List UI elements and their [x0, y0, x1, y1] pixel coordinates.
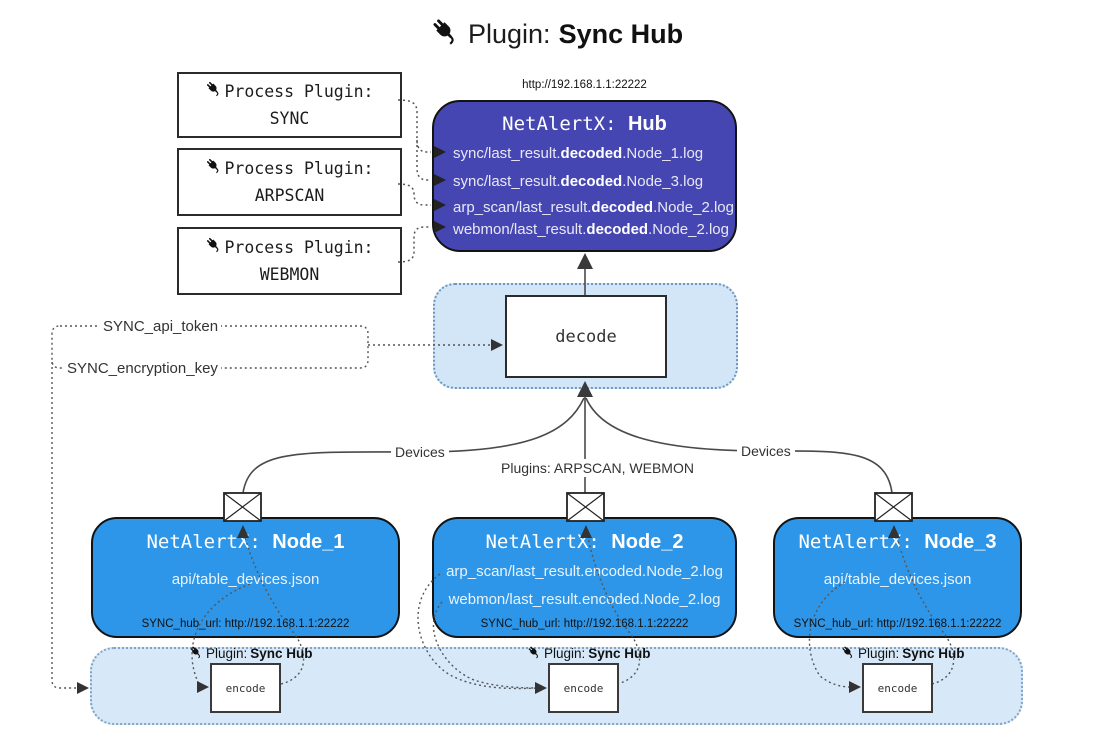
process-plugin-arpscan: Process Plugin: ARPSCAN — [177, 148, 402, 216]
setting-sync-api-token: SYNC_api_token — [100, 317, 222, 336]
node-data-line: webmon/last_result.encoded.Node_2.log — [448, 591, 721, 608]
envelope-icon — [874, 492, 913, 527]
edge-settings-to-encode-band — [51, 362, 76, 689]
encode-box: encode — [548, 663, 619, 713]
edge-label-devices-right: Devices — [737, 442, 795, 460]
hub-node: NetAlertX: Hub sync/last_result.decoded.… — [432, 100, 737, 252]
plug-icon — [205, 234, 222, 261]
edge-sync-to-log1 — [397, 99, 431, 153]
envelope-icon — [566, 492, 605, 527]
node-footer: SYNC_hub_url: http://192.168.1.1:22222 — [793, 618, 1002, 630]
encode-box: encode — [862, 663, 933, 713]
process-plugin-webmon: Process Plugin: WEBMON — [177, 227, 402, 295]
title-name: Sync Hub — [558, 19, 684, 49]
encoder-label: Plugin: Sync Hub — [841, 644, 965, 662]
process-plugin-name: SYNC — [269, 109, 310, 128]
edge-sync-to-log2 — [416, 140, 431, 181]
hub-url: http://192.168.1.1:22222 — [522, 79, 647, 91]
node-footer: SYNC_hub_url: http://192.168.1.1:22222 — [141, 618, 350, 630]
setting-sync-encryption-key: SYNC_encryption_key — [64, 359, 221, 378]
plug-icon — [527, 645, 541, 662]
arrow-into-band — [77, 682, 89, 694]
node-title: NetAlertX: Node_3 — [798, 531, 997, 553]
node-1: NetAlertX: Node_1 api/table_devices.json… — [91, 517, 400, 638]
node-data-line: api/table_devices.json — [823, 571, 972, 588]
hub-log-line: sync/last_result.decoded.Node_3.log — [453, 173, 704, 190]
process-plugin-name: WEBMON — [259, 265, 320, 284]
node-title: NetAlertX: Node_2 — [485, 531, 684, 553]
node-3: NetAlertX: Node_3 api/table_devices.json… — [773, 517, 1022, 638]
hub-log-line: sync/last_result.decoded.Node_1.log — [453, 145, 704, 162]
page-title: Plugin: Sync Hub — [430, 16, 683, 53]
hub-title: NetAlertX: Hub — [502, 113, 667, 135]
process-plugin-label: Process Plugin: — [224, 82, 374, 101]
arrow-into-hub — [577, 253, 593, 269]
node-2: NetAlertX: Node_2 arp_scan/last_result.e… — [432, 517, 737, 638]
node-title: NetAlertX: Node_1 — [146, 531, 345, 553]
envelope-icon — [223, 492, 262, 527]
process-plugin-label: Process Plugin: — [224, 238, 374, 257]
title-prefix: Plugin: — [468, 19, 551, 49]
process-plugin-sync: Process Plugin: SYNC — [177, 72, 402, 138]
node-data-line: api/table_devices.json — [171, 571, 320, 588]
plug-icon — [430, 16, 460, 53]
encoder-label: Plugin: Sync Hub — [189, 644, 313, 662]
decode-box: decode — [505, 295, 667, 378]
encoder-label: Plugin: Sync Hub — [527, 644, 651, 662]
edge-webmon-to-log4 — [397, 226, 431, 263]
edge-label-plugins: Plugins: ARPSCAN, WEBMON — [497, 459, 698, 477]
hub-log-line: webmon/last_result.decoded.Node_2.log — [453, 221, 729, 238]
process-plugin-label: Process Plugin: — [224, 159, 374, 178]
edge-arpscan-to-log3 — [397, 183, 431, 206]
encode-box: encode — [210, 663, 281, 713]
plug-icon — [189, 645, 203, 662]
hub-log-line: arp_scan/last_result.decoded.Node_2.log — [453, 199, 734, 216]
plug-icon — [205, 78, 222, 105]
node-footer: SYNC_hub_url: http://192.168.1.1:22222 — [480, 618, 689, 630]
edge-label-devices-left: Devices — [391, 443, 449, 461]
process-plugin-name: ARPSCAN — [254, 186, 325, 205]
plug-icon — [205, 155, 222, 182]
plug-icon — [841, 645, 855, 662]
node-data-line: arp_scan/last_result.encoded.Node_2.log — [446, 563, 723, 580]
